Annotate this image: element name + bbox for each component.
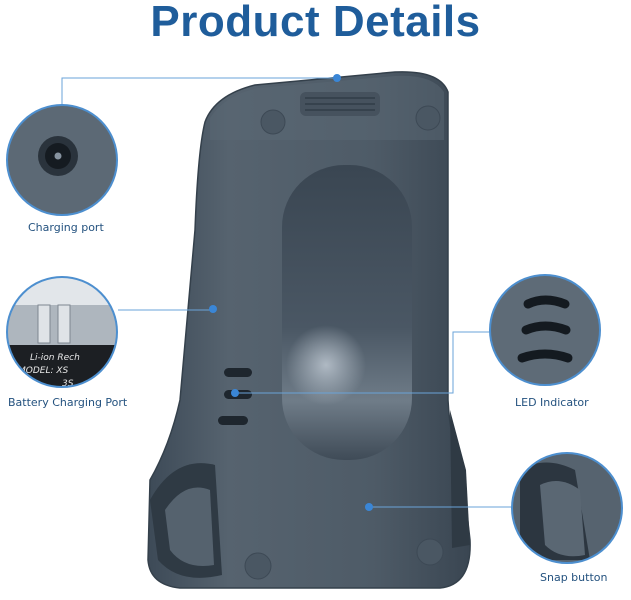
callout-dot-battery-port — [209, 305, 217, 313]
battery-label-line2: MODEL: XS — [18, 366, 69, 376]
led-indicator-inset — [489, 274, 601, 386]
callout-dot-led — [231, 389, 239, 397]
label-snap-button: Snap button — [540, 571, 608, 584]
charging-port-inset — [6, 104, 118, 216]
snap-button-inset — [511, 452, 623, 564]
callout-dot-charging-port — [333, 74, 341, 82]
battery-charging-port-inset: Li-ion Rech MODEL: XS 3S — [6, 276, 118, 389]
label-battery-charging-port: Battery Charging Port — [8, 396, 128, 409]
callout-dot-snap — [365, 503, 373, 511]
label-led-indicator: LED Indicator — [515, 396, 589, 409]
label-charging-port: Charging port — [28, 221, 104, 234]
battery-body — [147, 71, 471, 589]
battery-label-line3: 3S — [62, 379, 74, 389]
battery-label-line1: Li-ion Rech — [30, 353, 80, 363]
page-title: Product Details — [150, 0, 481, 46]
